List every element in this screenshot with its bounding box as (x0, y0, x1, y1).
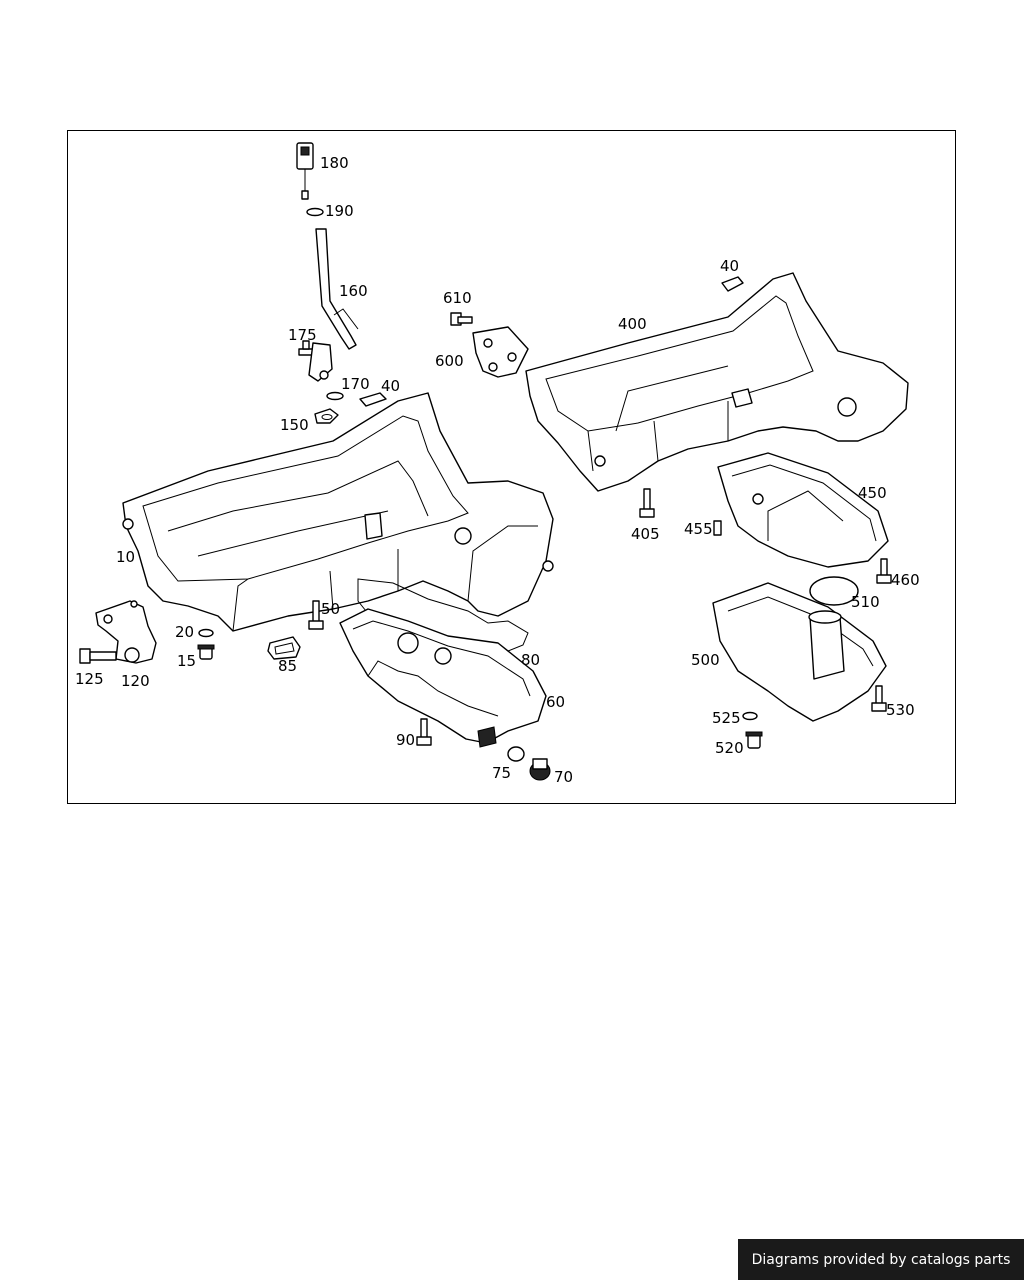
callout-150: 150 (280, 416, 309, 434)
seal-ring-20 (198, 628, 214, 638)
callout-455: 455 (684, 520, 713, 538)
bolt-405 (639, 488, 655, 518)
upper-oil-pan-left (122, 392, 554, 632)
callout-520: 520 (715, 739, 744, 757)
dipstick-handle (296, 142, 314, 200)
callout-175: 175 (288, 326, 317, 344)
upper-oil-pan-right (525, 272, 909, 492)
pin-455 (713, 520, 722, 536)
bolt-50 (308, 600, 324, 630)
callout-85: 85 (278, 657, 297, 675)
oil-pan-gasket-left (359, 392, 387, 407)
callout-40-left: 40 (381, 377, 400, 395)
callout-20: 20 (175, 623, 194, 641)
callout-160: 160 (339, 282, 368, 300)
credit-banner: Diagrams provided by catalogs parts (738, 1239, 1024, 1280)
guide-tube-seal (314, 408, 339, 424)
bolt-460 (876, 558, 892, 584)
callout-15: 15 (177, 652, 196, 670)
gasket-40-right (721, 276, 744, 292)
drain-plug-70 (529, 758, 551, 781)
callout-90: 90 (396, 731, 415, 749)
callout-405: 405 (631, 525, 660, 543)
diagram-frame: 180 190 160 175 170 40 150 10 50 20 15 8… (67, 130, 956, 804)
callout-125: 125 (75, 670, 104, 688)
callout-10: 10 (116, 548, 135, 566)
callout-400: 400 (618, 315, 647, 333)
bracket-600 (472, 326, 529, 378)
bolt-610 (450, 312, 473, 326)
callout-60: 60 (546, 693, 565, 711)
callout-610: 610 (443, 289, 472, 307)
callout-510: 510 (851, 593, 880, 611)
oring-510 (809, 576, 859, 606)
seal-ring-525 (742, 711, 758, 721)
bracket (95, 600, 157, 664)
callout-40-right: 40 (720, 257, 739, 275)
callout-190: 190 (325, 202, 354, 220)
lower-oil-pan-500 (712, 582, 887, 722)
bolt-530 (871, 685, 887, 712)
bolt-90 (416, 718, 432, 746)
credit-text: Diagrams provided by catalogs parts (751, 1251, 1011, 1268)
lower-oil-pan-60 (339, 608, 547, 748)
callout-460: 460 (891, 571, 920, 589)
drain-plug-15 (197, 644, 215, 660)
callout-120: 120 (121, 672, 150, 690)
seal-ring-75 (507, 746, 525, 762)
drain-plug-520 (745, 731, 763, 749)
dipstick-guide-tube (315, 228, 359, 350)
callout-75: 75 (492, 764, 511, 782)
callout-170: 170 (341, 375, 370, 393)
callout-600: 600 (435, 352, 464, 370)
guide-tube-oring (326, 391, 344, 401)
callout-50: 50 (321, 600, 340, 618)
callout-500: 500 (691, 651, 720, 669)
oil-pan-cover-450 (717, 452, 889, 568)
callout-450: 450 (858, 484, 887, 502)
callout-525: 525 (712, 709, 741, 727)
callout-80: 80 (521, 651, 540, 669)
bracket-bolt (79, 648, 117, 664)
parts-diagram: 180 190 160 175 170 40 150 10 50 20 15 8… (75, 142, 920, 786)
dipstick-seal-ring (306, 207, 324, 217)
callout-530: 530 (886, 701, 915, 719)
callout-70: 70 (554, 768, 573, 786)
gasket-85 (267, 636, 301, 660)
guide-tube-flange (308, 342, 333, 382)
callout-180: 180 (320, 154, 349, 172)
